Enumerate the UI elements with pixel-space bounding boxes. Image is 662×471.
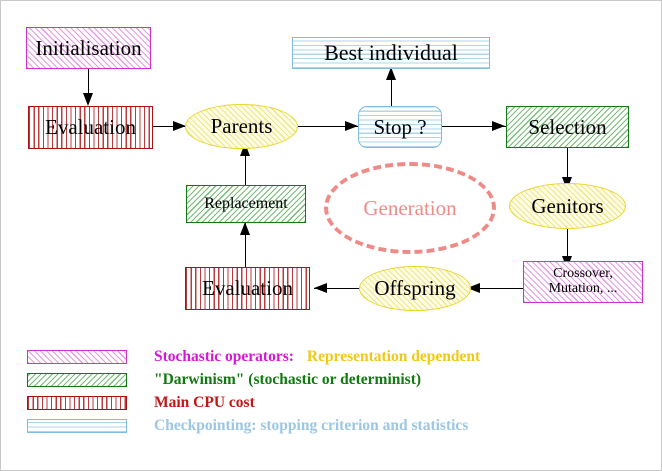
edge-evaluation-to-replacement [245,223,247,267]
node-initialisation[interactable]: Initialisation [26,27,151,69]
edge-crossover-to-offspring [467,288,523,290]
node-crossover-label-line2: Mutation, ... [548,281,618,296]
node-offspring-label: Offspring [374,276,456,301]
generation-cycle-ellipse: Generation [324,162,496,254]
node-evaluation-top[interactable]: Evaluation [28,106,153,149]
legend-swatch-blue-horizontal-icon [27,418,127,433]
node-evaluation-bottom-label: Evaluation [202,276,293,301]
legend-label-stochastic-operators: Stochastic operators: Representation depe… [154,348,480,366]
arrowhead-evaluation-to-replacement [240,222,251,235]
legend-text-stochastic-operators: Stochastic operators: [154,347,294,365]
node-parents-label: Parents [210,114,273,139]
arrowhead-stop-to-selection [492,120,505,131]
node-best-individual-label: Best individual [324,40,458,66]
node-selection-label: Selection [528,114,607,139]
edge-selection-to-genitors [567,148,569,181]
legend-swatch-red-vertical-icon [27,395,127,410]
node-stop[interactable]: Stop ? [358,106,442,148]
edge-genitors-to-crossover [567,229,569,261]
node-selection[interactable]: Selection [506,106,629,148]
edge-stop-to-best-individual [391,69,393,109]
edge-offspring-to-evaluation [314,288,364,290]
node-replacement-label: Replacement [204,194,288,212]
legend-row-checkpointing: Checkpointing: stopping criterion and st… [27,414,480,437]
legend-row-stochastic-operators: Stochastic operators: Representation depe… [27,345,480,368]
node-evaluation-top-label: Evaluation [45,115,136,140]
arrowhead-crossover-to-offspring [467,282,480,293]
arrowhead-evaluation-to-parents [173,120,186,131]
node-replacement[interactable]: Replacement [186,185,306,223]
generation-label: Generation [363,195,457,220]
legend-text-main-cpu-cost: Main CPU cost [154,393,255,411]
legend-row-main-cpu-cost: Main CPU cost [27,391,480,414]
arrowhead-stop-to-best-individual [386,67,397,80]
legend: Stochastic operators: Representation depe… [27,345,480,437]
legend-text-representation-dependent: Representation dependent [306,347,481,365]
legend-swatch-magenta-diagonal-icon [27,349,127,364]
edge-initialisation-to-evaluation [88,68,90,96]
legend-swatch-green-diagonal-icon [27,372,127,387]
edge-evaluation-to-parents [153,126,185,128]
legend-text-checkpointing: Checkpointing: stopping criterion and st… [154,416,469,434]
node-initialisation-label: Initialisation [35,35,142,60]
arrowhead-replacement-to-parents [240,143,251,156]
arrowhead-parents-to-stop [345,120,358,131]
edge-stop-to-selection [442,126,506,128]
node-genitors[interactable]: Genitors [509,183,626,229]
edge-parents-to-stop [298,126,358,128]
node-crossover-mutation[interactable]: Crossover, Mutation, ... [523,261,643,303]
node-genitors-label: Genitors [531,193,604,218]
legend-text-darwinism: "Darwinism" (stochastic or determinist) [154,370,422,388]
arrowhead-initialisation-to-evaluation [83,93,94,106]
edge-replacement-to-parents [245,145,247,186]
node-best-individual[interactable]: Best individual [292,37,490,69]
node-evaluation-bottom[interactable]: Evaluation [185,267,310,310]
arrowhead-offspring-to-evaluation [314,282,327,293]
node-parents[interactable]: Parents [185,104,298,149]
node-crossover-label-line1: Crossover, [553,266,613,282]
legend-row-darwinism: "Darwinism" (stochastic or determinist) [27,368,480,391]
node-offspring[interactable]: Offspring [359,266,471,311]
node-stop-label: Stop ? [373,114,427,139]
